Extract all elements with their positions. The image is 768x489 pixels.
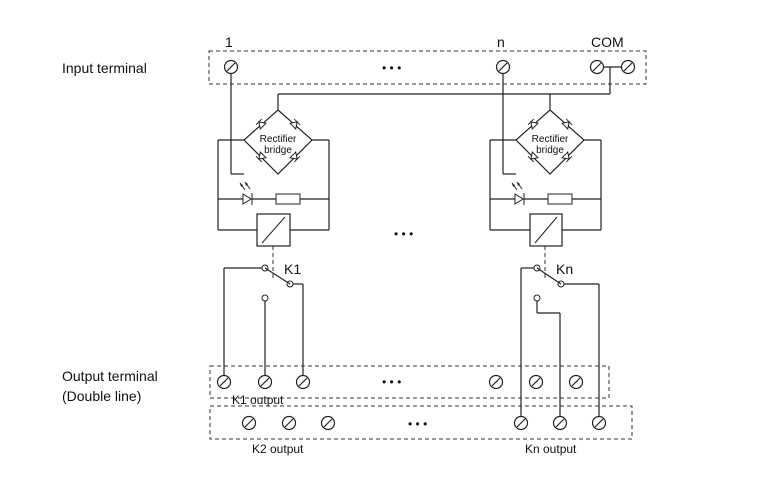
k1-output-terminal-1	[216, 374, 232, 390]
input-1-label: 1	[225, 34, 233, 50]
k2-output-terminal-1	[241, 415, 257, 431]
input-terminal-label: Input terminal	[62, 60, 147, 76]
input-terminal-1	[223, 59, 239, 75]
output-terminal-strip-lower	[209, 405, 633, 440]
channel-n: Rectifier bridge Kn	[489, 73, 602, 418]
k2-output-terminal-3	[320, 415, 336, 431]
relay-k1-label: K1	[284, 261, 301, 277]
kn-output-terminal-1	[513, 415, 529, 431]
upper-output-terminal-6	[568, 374, 584, 390]
channel-1: Rectifier bridge K1	[217, 73, 330, 376]
kn-output-label: Kn output	[525, 442, 577, 456]
input-terminal-strip	[208, 50, 647, 85]
output-terminal-label: Output terminal	[62, 368, 158, 384]
upper-output-terminal-4	[488, 374, 504, 390]
bridge-1-label-line1: Rectifier	[260, 134, 297, 145]
output-terminal-strip-upper	[209, 365, 610, 399]
channels-ellipsis: • • •	[394, 227, 413, 241]
input-terminal-n	[495, 59, 511, 75]
bridge-1-label-line2: bridge	[264, 145, 292, 156]
lower-output-ellipsis: • • •	[408, 417, 427, 431]
input-n-label: n	[497, 34, 505, 50]
k2-output-label: K2 output	[252, 442, 304, 456]
input-com-label: COM	[591, 34, 624, 50]
k1-output-terminal-2	[257, 374, 273, 390]
relay-kn-label: Kn	[556, 261, 573, 277]
upper-output-ellipsis: • • •	[382, 375, 401, 389]
input-terminal-com-b	[620, 59, 636, 75]
output-terminal-sublabel: (Double line)	[62, 388, 141, 404]
kn-output-terminal-2	[552, 415, 568, 431]
bridge-n-label-line2: bridge	[536, 145, 564, 156]
k2-output-terminal-2	[281, 415, 297, 431]
k1-output-label: K1 output	[232, 393, 284, 407]
input-ellipsis: • • •	[382, 61, 401, 75]
k1-output-terminal-3	[295, 374, 311, 390]
kn-output-terminal-3	[591, 415, 607, 431]
bridge-n-label-line1: Rectifier	[532, 134, 569, 145]
input-terminal-com-a	[589, 59, 605, 75]
upper-output-terminal-5	[528, 374, 544, 390]
